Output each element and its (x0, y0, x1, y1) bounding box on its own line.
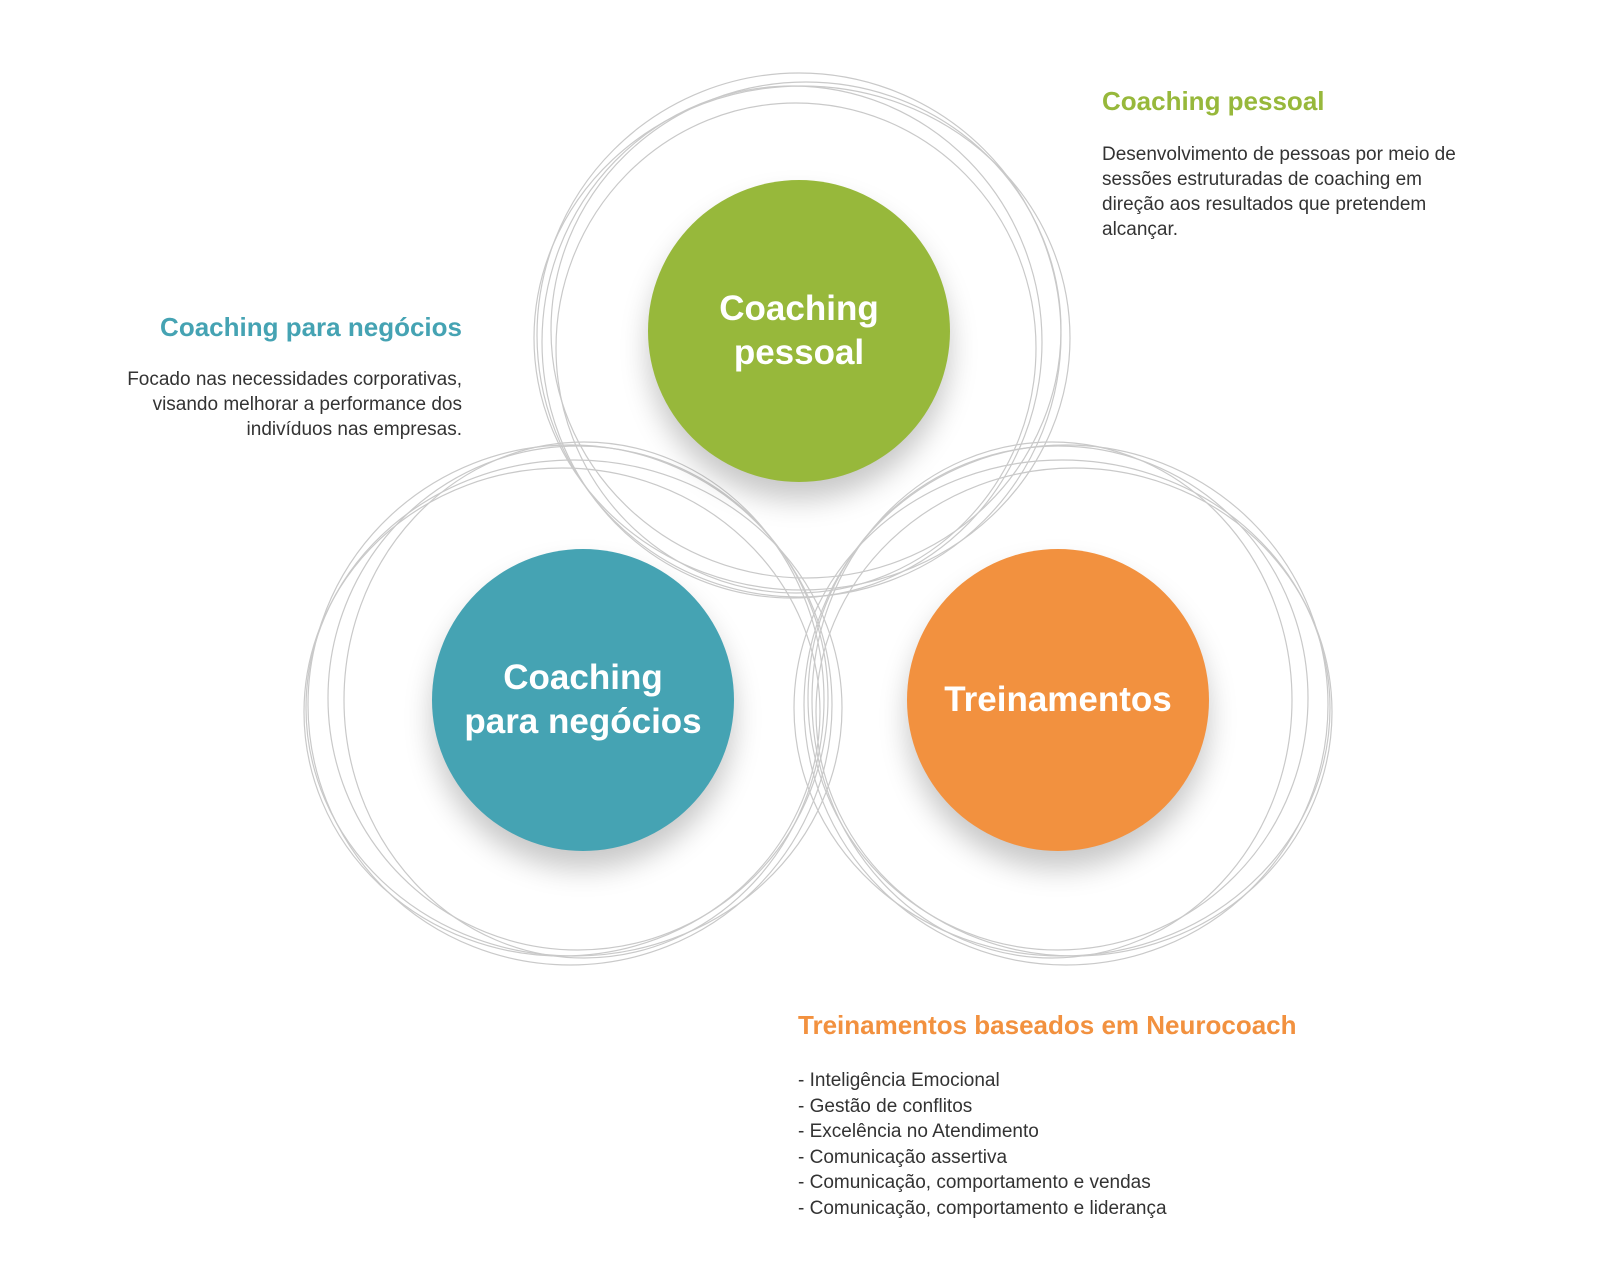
ring (327, 445, 829, 951)
ring (793, 459, 1331, 957)
ring (307, 444, 833, 966)
coaching-pessoal-circle: Coaching pessoal (648, 180, 950, 482)
list-item: - Gestão de conflitos (798, 1095, 973, 1117)
list-item: - Comunicação, comportamento e vendas (798, 1172, 1151, 1193)
treinamentos-heading: Treinamentos baseados em Neurocoach (798, 1010, 1297, 1040)
ring (807, 445, 1309, 951)
treinamentos-circle: Treinamentos (907, 549, 1209, 851)
coaching-negocios-description: Focado nas necessidades corporativas, vi… (127, 369, 462, 440)
list-item: - Comunicação assertiva (798, 1146, 1008, 1168)
treinamentos-circle-label: Treinamentos (944, 680, 1172, 719)
list-item: - Comunicação, comportamento e liderança (798, 1197, 1167, 1219)
coaching-negocios-heading: Coaching para negócios (160, 312, 462, 342)
coaching-negocios-circle: Coaching para negócios (432, 549, 734, 851)
ring (803, 444, 1329, 966)
ring (550, 81, 1062, 579)
list-item: - Excelência no Atendimento (798, 1121, 1039, 1142)
coaching-pessoal-circle-label: Coaching pessoal (719, 289, 879, 372)
coaching-pessoal-description: Desenvolvimento de pessoas por meio de s… (1102, 144, 1456, 240)
ring (811, 441, 1293, 959)
coaching-negocios-circle-label: Coaching para negócios (464, 658, 702, 741)
ring (343, 441, 825, 959)
ring (555, 102, 1037, 594)
treinamentos-list: - Inteligência Emocional - Gestão de con… (798, 1068, 1167, 1221)
coaching-pessoal-heading: Coaching pessoal (1102, 86, 1325, 116)
ring (533, 85, 1071, 591)
list-item: - Inteligência Emocional (798, 1070, 1000, 1091)
ring (305, 459, 843, 957)
